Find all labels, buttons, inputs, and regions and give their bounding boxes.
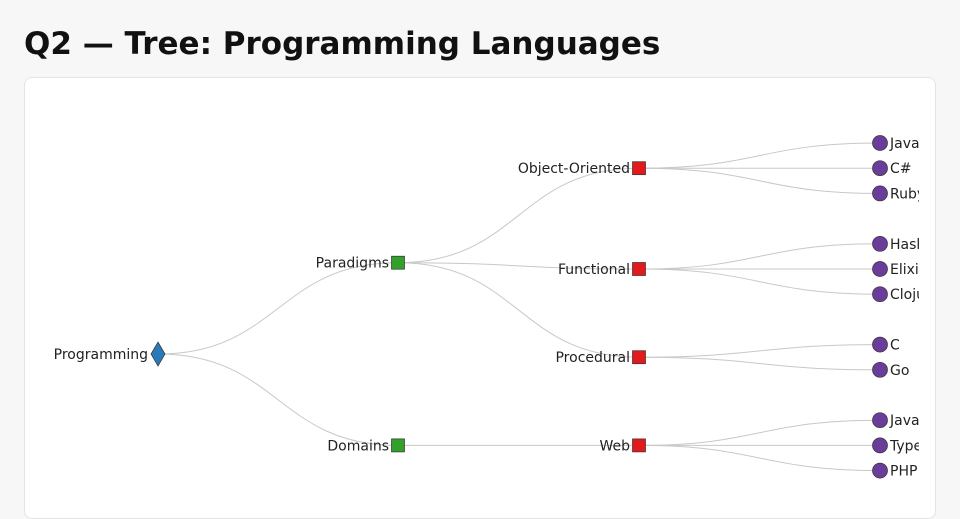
tree-link-functional-to-clojure [638, 268, 881, 295]
tree-link-object-oriented-to-ruby [638, 167, 881, 194]
tree-node-c[interactable]: C [872, 336, 901, 354]
node-label-procedural: Procedural [555, 350, 630, 366]
node-label-c: C [890, 338, 900, 354]
leaf-node-circle[interactable] [872, 336, 888, 353]
leaf-node-circle[interactable] [872, 462, 888, 479]
tree-link-programming-to-domains [157, 353, 399, 446]
tree-node-haskell[interactable]: Haskell [872, 235, 920, 253]
tree-link-paradigms-to-object-oriented [397, 167, 640, 264]
leaf-node-circle[interactable] [872, 185, 888, 202]
node-label-web: Web [599, 438, 630, 454]
leaf-node-circle[interactable] [872, 261, 888, 277]
tree-node-programming[interactable]: Programming [54, 341, 166, 367]
subcategory-node-square[interactable] [632, 438, 646, 453]
tree-node-domains[interactable]: Domains [327, 438, 405, 454]
tree-node-c[interactable]: C# [872, 160, 912, 178]
tree-link-object-oriented-to-java [638, 142, 881, 169]
node-label-haskell: Haskell [890, 237, 919, 253]
tree-link-paradigms-to-procedural [397, 262, 640, 358]
leaf-node-circle[interactable] [872, 412, 888, 429]
subcategory-node-square[interactable] [632, 262, 646, 276]
tree-node-go[interactable]: Go [872, 361, 910, 379]
tree-node-web[interactable]: Web [599, 438, 646, 454]
tree-diagram: Programming Paradigms Object-Oriented JavaC… [54, 135, 920, 480]
category-node-square[interactable] [391, 255, 405, 270]
node-label-go: Go [890, 363, 909, 379]
leaf-node-circle[interactable] [872, 437, 888, 454]
node-label-ruby: Ruby [890, 186, 919, 202]
tree-link-web-to-php [638, 444, 881, 472]
node-label-javascript: JavaScript [889, 413, 919, 429]
tree-link-programming-to-paradigms [157, 262, 399, 355]
subcategory-node-square[interactable] [632, 350, 646, 365]
tree-link-web-to-javascript [638, 419, 881, 446]
node-label-clojure: Clojure [890, 287, 919, 303]
tree-node-functional[interactable]: Functional [558, 262, 646, 278]
page-title: Q2 — Tree: Programming Languages [24, 26, 661, 62]
node-label-typescript: TypeScript [889, 438, 919, 454]
tree-nodes: Programming Paradigms Object-Oriented JavaC… [54, 135, 920, 480]
node-label-php: PHP [890, 464, 917, 480]
node-label-domains: Domains [327, 438, 389, 454]
tree-node-php[interactable]: PHP [872, 462, 918, 480]
node-label-java: Java [889, 136, 919, 152]
tree-node-ruby[interactable]: Ruby [872, 185, 920, 203]
leaf-node-circle[interactable] [872, 235, 888, 252]
node-label-functional: Functional [558, 262, 630, 278]
tree-node-typescript[interactable]: TypeScript [872, 437, 920, 455]
tree-links [157, 142, 881, 472]
node-label-programming: Programming [54, 347, 148, 363]
node-label-paradigms: Paradigms [316, 256, 389, 272]
category-node-square[interactable] [391, 438, 405, 453]
leaf-node-circle[interactable] [872, 361, 888, 378]
leaf-node-circle[interactable] [872, 160, 888, 177]
leaf-node-circle[interactable] [872, 286, 888, 303]
tree-node-java[interactable]: Java [872, 135, 920, 153]
node-label-object-oriented: Object-Oriented [518, 161, 630, 177]
root-node-diamond[interactable] [150, 341, 166, 367]
tree-link-procedural-to-c [638, 344, 881, 358]
subcategory-node-square[interactable] [632, 161, 646, 176]
tree-node-javascript[interactable]: JavaScript [872, 412, 920, 430]
tree-node-object-oriented[interactable]: Object-Oriented [518, 161, 646, 177]
tree-node-elixir[interactable]: Elixir [872, 261, 920, 279]
tree-link-functional-to-haskell [638, 243, 881, 270]
leaf-node-circle[interactable] [872, 135, 888, 151]
tree-node-procedural[interactable]: Procedural [555, 350, 646, 366]
tree-link-procedural-to-go [638, 356, 881, 371]
tree-node-clojure[interactable]: Clojure [872, 286, 920, 304]
tree-node-paradigms[interactable]: Paradigms [316, 256, 405, 272]
node-label-elixir: Elixir [890, 262, 919, 278]
node-label-c: C# [890, 161, 912, 177]
tree-link-paradigms-to-functional [397, 262, 640, 270]
